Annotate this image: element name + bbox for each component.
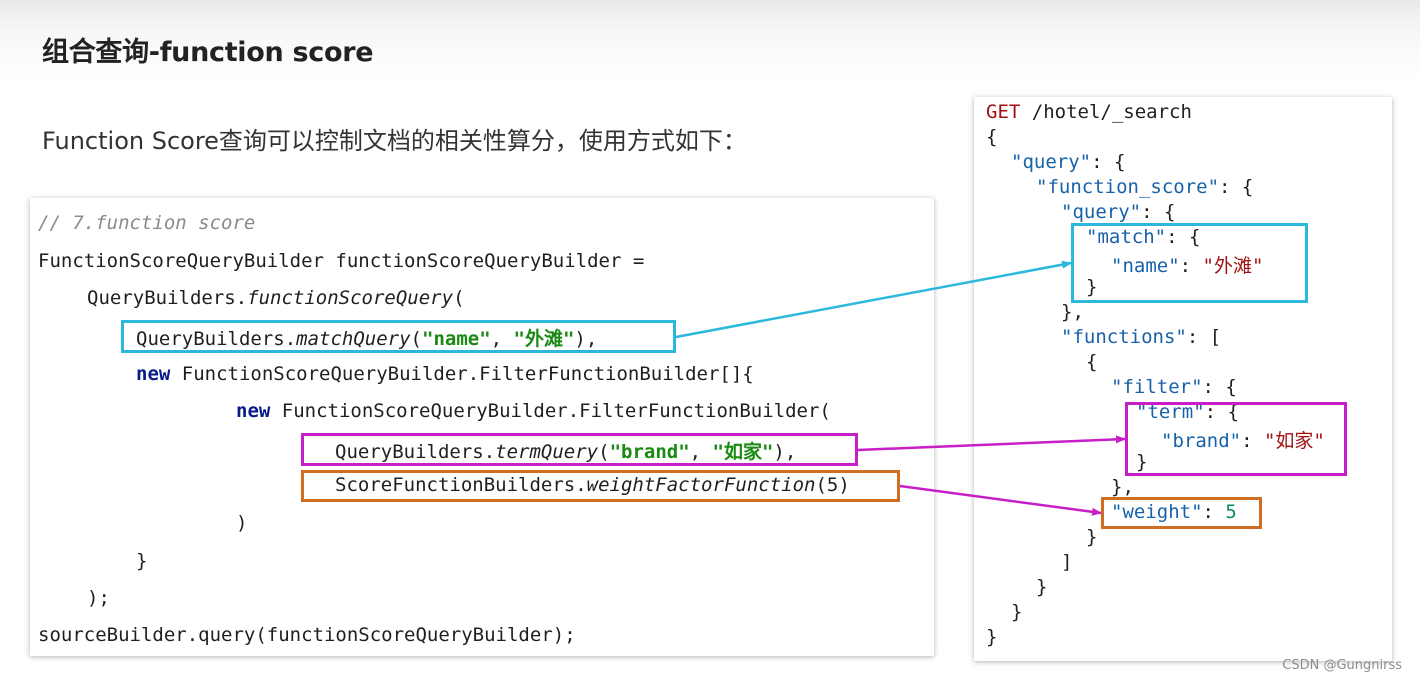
arrow-term [857,435,1126,452]
dsl-line-11: { [1086,351,1098,373]
highlight-term-query-java [301,433,858,466]
intro-text: Function Score查询可以控制文档的相关性算分，使用方式如下： [42,127,747,155]
dsl-line-17: "weight": 5 [1111,501,1237,523]
code-line-3: QueryBuilders.functionScoreQuery( [87,287,465,309]
dsl-line-18: } [1086,526,1098,548]
dsl-line-10: "functions": [ [1061,326,1222,348]
code-line-6: new FunctionScoreQueryBuilder.FilterFunc… [236,400,831,422]
arrow-match [675,260,1072,339]
highlight-weight-dsl [1101,497,1262,529]
code-line-8: ScoreFunctionBuilders.weightFactorFuncti… [335,474,850,496]
highlight-term-dsl [1125,402,1347,476]
dsl-line-20: } [1036,576,1048,598]
highlight-weight-function-java [301,470,900,502]
json-dsl-panel: GET /hotel/_search { "query": { "functio… [974,97,1392,661]
arrow-weight [899,484,1102,516]
code-line-10: } [136,550,148,572]
dsl-line-13: "term": { [1136,401,1239,423]
code-line-4: QueryBuilders.matchQuery("name", "外滩"), [136,328,598,350]
dsl-line-22: } [986,626,998,648]
dsl-line-15: } [1136,451,1148,473]
code-line-7: QueryBuilders.termQuery("brand", "如家"), [335,441,797,463]
dsl-line-9: }, [1061,301,1084,323]
dsl-line-7: "name": "外滩" [1111,255,1264,277]
dsl-line-8: } [1086,276,1098,298]
dsl-line-21: } [1011,601,1023,623]
dsl-line-12: "filter": { [1111,376,1237,398]
header-band [0,0,1420,80]
dsl-line-14: "brand": "如家" [1161,430,1325,452]
watermark: CSDN @Gungnirss [1282,658,1402,673]
code-line-2: FunctionScoreQueryBuilder functionScoreQ… [38,250,645,272]
dsl-line-2: { [986,126,998,148]
highlight-match-query-java [121,320,676,353]
dsl-line-1: GET /hotel/_search [986,101,1192,123]
code-line-12: sourceBuilder.query(functionScoreQueryBu… [38,624,576,646]
dsl-line-3: "query": { [1011,151,1126,173]
code-line-11: ); [87,587,110,609]
code-line-5: new FunctionScoreQueryBuilder.FilterFunc… [136,363,754,385]
highlight-match-dsl [1071,223,1308,303]
dsl-line-6: "match": { [1086,226,1201,248]
page-title: 组合查询-function score [42,37,374,68]
dsl-line-16: }, [1111,476,1134,498]
code-line-comment: // 7.function score [38,212,256,234]
code-line-9: ) [236,512,248,534]
dsl-line-19: ] [1061,551,1073,573]
java-code-panel: // 7.function score FunctionScoreQueryBu… [30,198,934,656]
dsl-line-4: "function_score": { [1036,176,1254,198]
dsl-line-5: "query": { [1061,201,1176,223]
